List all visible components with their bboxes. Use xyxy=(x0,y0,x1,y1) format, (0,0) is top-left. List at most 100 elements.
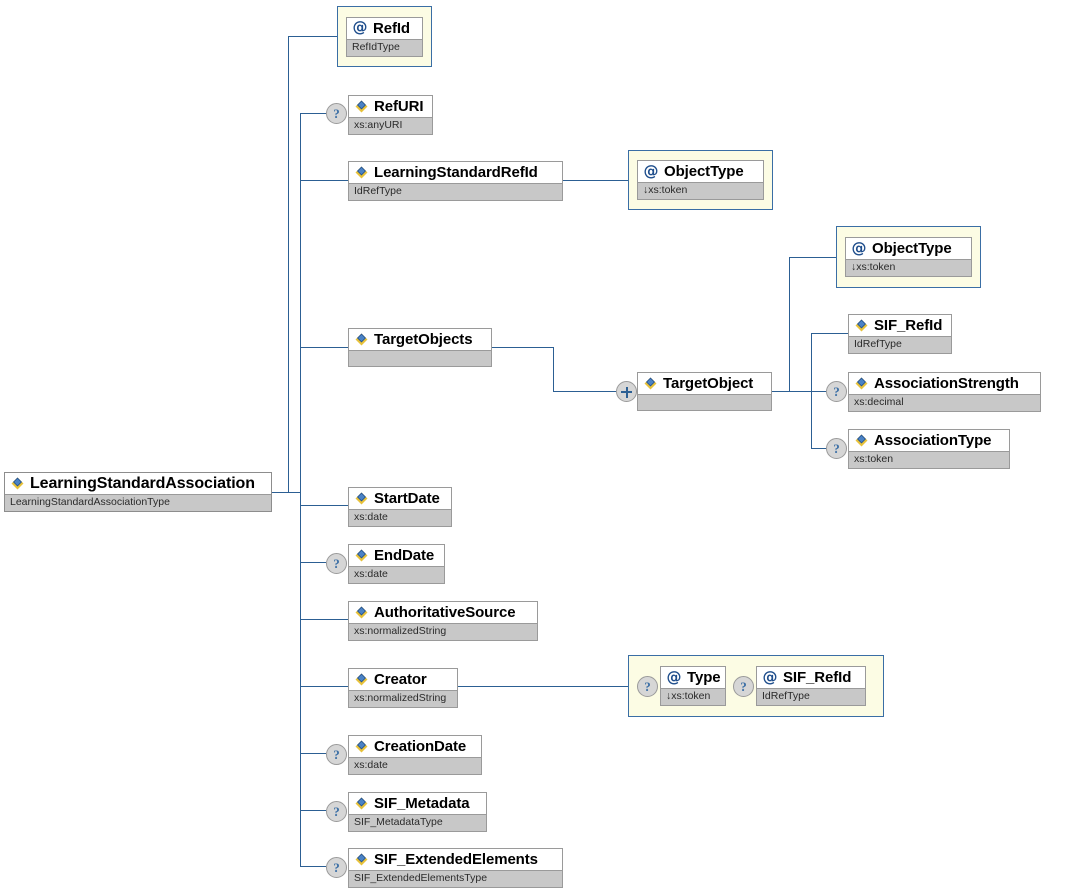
node-learningstandardrefid[interactable]: LearningStandardRefId IdRefType xyxy=(348,161,563,201)
connector xyxy=(300,347,348,348)
node-title: SIF_RefId xyxy=(849,315,951,336)
node-type: IdRefType xyxy=(757,688,865,705)
expander-plus-icon-targetobject[interactable] xyxy=(616,381,637,402)
optional-marker-associationstrength: ? xyxy=(826,381,847,402)
element-icon xyxy=(854,433,869,448)
node-startdate[interactable]: StartDate xs:date xyxy=(348,487,452,527)
node-type-text: xs:token xyxy=(648,184,688,196)
connector xyxy=(300,619,348,620)
node-type: xs:date xyxy=(349,509,451,526)
node-title: TargetObjects xyxy=(349,329,491,350)
node-sifextendedelements[interactable]: SIF_ExtendedElements SIF_ExtendedElement… xyxy=(348,848,563,888)
node-targetobject[interactable]: TargetObject xyxy=(637,372,772,411)
node-title: SIF_Metadata xyxy=(349,793,486,814)
node-type: SIF_MetadataType xyxy=(349,814,486,831)
node-type: IdRefType xyxy=(849,336,951,353)
node-type: xs:token xyxy=(849,451,1009,468)
connector xyxy=(458,686,634,687)
node-type: xs:date xyxy=(349,566,444,583)
attribute-icon: @ xyxy=(851,238,867,257)
node-refid[interactable]: @ RefId RefIdType xyxy=(346,16,423,57)
node-enddate[interactable]: EndDate xs:date xyxy=(348,544,445,584)
attribute-group-lsr-objecttype: @ ObjectType ↓xs:token xyxy=(628,150,773,210)
node-label: AssociationStrength xyxy=(874,375,1019,392)
node-to-sifrefid[interactable]: SIF_RefId IdRefType xyxy=(848,314,952,354)
node-sifmetadata[interactable]: SIF_Metadata SIF_MetadataType xyxy=(348,792,487,832)
node-associationtype[interactable]: AssociationType xs:token xyxy=(848,429,1010,469)
connector xyxy=(811,333,812,448)
node-title: AuthoritativeSource xyxy=(349,602,537,623)
attribute-icon: @ xyxy=(643,161,659,180)
node-type: LearningStandardAssociationType xyxy=(5,494,271,511)
node-label: RefId xyxy=(373,19,411,37)
node-associationstrength[interactable]: AssociationStrength xs:decimal xyxy=(848,372,1041,412)
node-type-text: xs:token xyxy=(671,690,711,702)
attribute-group-to-objecttype: @ ObjectType ↓xs:token xyxy=(836,226,981,288)
node-label: LearningStandardAssociation xyxy=(30,475,255,492)
node-label: SIF_ExtendedElements xyxy=(374,851,538,868)
node-lsr-objecttype[interactable]: @ ObjectType ↓xs:token xyxy=(637,160,764,200)
node-to-objecttype[interactable]: @ ObjectType ↓xs:token xyxy=(845,237,972,277)
node-type: RefIdType xyxy=(347,38,422,56)
node-title: LearningStandardAssociation xyxy=(5,473,271,494)
node-creationdate[interactable]: CreationDate xs:date xyxy=(348,735,482,775)
element-icon xyxy=(354,491,369,506)
node-creator-sifrefid[interactable]: @ SIF_RefId IdRefType xyxy=(756,666,866,706)
connector xyxy=(300,866,326,867)
node-refuri[interactable]: RefURI xs:anyURI xyxy=(348,95,433,135)
node-label: TargetObject xyxy=(663,375,754,392)
connector xyxy=(300,753,326,754)
node-label: AssociationType xyxy=(874,432,992,449)
connector xyxy=(300,505,348,506)
node-type: xs:decimal xyxy=(849,394,1040,411)
connector xyxy=(772,391,812,392)
optional-marker-enddate: ? xyxy=(326,553,347,574)
element-icon xyxy=(354,796,369,811)
connector xyxy=(300,113,301,867)
node-authoritativesource[interactable]: AuthoritativeSource xs:normalizedString xyxy=(348,601,538,641)
connector xyxy=(789,257,790,392)
connector xyxy=(300,686,348,687)
node-type xyxy=(349,350,491,366)
node-targetobjects[interactable]: TargetObjects xyxy=(348,328,492,367)
attribute-group-creator: ? @ Type ↓xs:token ? @ SIF_RefId IdRefTy… xyxy=(628,655,884,717)
node-title: TargetObject xyxy=(638,373,771,394)
node-title: RefURI xyxy=(349,96,432,117)
connector xyxy=(492,347,554,348)
connector xyxy=(563,180,628,181)
element-icon xyxy=(354,165,369,180)
element-icon xyxy=(354,548,369,563)
node-type-text: xs:token xyxy=(856,261,896,273)
node-title: LearningStandardRefId xyxy=(349,162,562,183)
node-label: SIF_RefId xyxy=(783,669,852,686)
connector xyxy=(811,391,826,392)
connector xyxy=(300,810,326,811)
connector xyxy=(300,113,326,114)
node-label: Creator xyxy=(374,671,427,688)
node-title: CreationDate xyxy=(349,736,481,757)
node-type: xs:anyURI xyxy=(349,117,432,134)
element-icon xyxy=(354,852,369,867)
node-title: Creator xyxy=(349,669,457,690)
node-title: EndDate xyxy=(349,545,444,566)
element-icon xyxy=(354,739,369,754)
attribute-icon: @ xyxy=(762,667,778,686)
node-label: TargetObjects xyxy=(374,331,473,348)
element-icon xyxy=(10,476,25,491)
node-creator-type[interactable]: @ Type ↓xs:token xyxy=(660,666,726,706)
node-label: ObjectType xyxy=(872,240,952,257)
element-icon xyxy=(354,332,369,347)
node-creator[interactable]: Creator xs:normalizedString xyxy=(348,668,458,708)
node-learningstandardassociation[interactable]: LearningStandardAssociation LearningStan… xyxy=(4,472,272,512)
attribute-icon: @ xyxy=(666,667,682,686)
node-label: SIF_RefId xyxy=(874,317,943,334)
element-icon xyxy=(354,99,369,114)
node-type: xs:date xyxy=(349,757,481,774)
node-type xyxy=(638,394,771,410)
node-type: ↓xs:token xyxy=(638,182,763,199)
attribute-icon: @ xyxy=(352,18,368,36)
node-label: StartDate xyxy=(374,490,440,507)
optional-marker-sifextendedelements: ? xyxy=(326,857,347,878)
optional-marker-refuri: ? xyxy=(326,103,347,124)
node-label: AuthoritativeSource xyxy=(374,604,516,621)
